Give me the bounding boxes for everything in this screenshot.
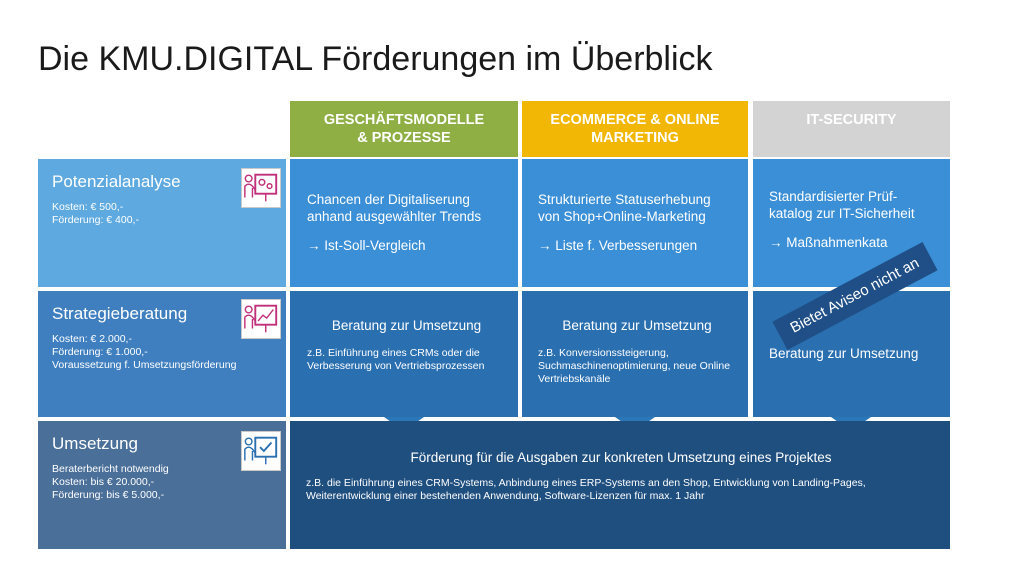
cell-headline: Förderung für die Ausgaben zur konkreten… — [410, 450, 832, 465]
row-detail: Kosten: € 500,- — [52, 201, 124, 213]
row-detail: Förderung: € 1.000,- — [52, 346, 148, 358]
column-header-line: MARKETING — [591, 130, 679, 146]
cell-outcome: → Ist-Soll-Vergleich — [307, 238, 426, 253]
row-name: Umsetzung — [52, 434, 138, 453]
column-header-line: IT-SECURITY — [806, 112, 897, 128]
row-detail: Kosten: bis € 20.000,- — [52, 476, 155, 488]
cell-strategie-ecommerce: Beratung zur Umsetzung z.B. Konversionss… — [522, 291, 748, 417]
column-header-line: GESCHÄFTSMODELLE — [323, 112, 485, 128]
column-header-security: IT-SECURITY — [753, 101, 950, 157]
cell-text: Standardisierter Prüf-katalog zur IT-Sic… — [769, 189, 915, 221]
cell-text: Strukturierte Statuserhebung von Shop+On… — [538, 192, 711, 224]
cell-strategie-business: Beratung zur Umsetzung z.B. Einführung e… — [290, 291, 518, 417]
presentation-chart-icon — [241, 299, 281, 339]
cell-outcome: → Maßnahmenkata — [769, 235, 888, 250]
row-detail: Förderung: bis € 5.000,- — [52, 489, 165, 501]
cell-text: Chancen der Digitaliserung anhand ausgew… — [307, 192, 482, 224]
column-header-line: ECOMMERCE & ONLINE — [550, 112, 720, 128]
cell-text: Beratung zur Umsetzung — [562, 318, 712, 333]
presentation-gears-icon — [241, 168, 281, 208]
row-detail: Förderung: € 400,- — [52, 214, 139, 226]
presentation-check-icon — [241, 431, 281, 471]
row-detail: Beraterbericht notwendig — [52, 463, 169, 475]
cell-umsetzung: Förderung für die Ausgaben zur konkreten… — [290, 421, 950, 549]
cell-subtext: z.B. Konversionssteigerung, Suchmaschine… — [538, 347, 731, 385]
row-name: Potenzialanalyse — [52, 172, 181, 191]
cell-potenzial-business: Chancen der Digitaliserung anhand ausgew… — [290, 159, 518, 287]
column-header-business: GESCHÄFTSMODELLE & PROZESSE — [290, 101, 518, 157]
cell-text: Beratung zur Umsetzung — [769, 346, 919, 361]
row-name: Strategieberatung — [52, 304, 188, 323]
row-detail: Voraussetzung f. Umsetzungsförderung — [52, 359, 237, 371]
cell-potenzial-ecommerce: Strukturierte Statuserhebung von Shop+On… — [522, 159, 748, 287]
row-label-strategieberatung: Strategieberatung Kosten: € 2.000,- Förd… — [38, 291, 286, 417]
cell-outcome: → Liste f. Verbesserungen — [538, 238, 698, 253]
page-title: Die KMU.DIGITAL Förderungen im Überblick — [38, 40, 713, 78]
row-detail: Kosten: € 2.000,- — [52, 333, 132, 345]
column-header-ecommerce: ECOMMERCE & ONLINE MARKETING — [522, 101, 748, 157]
cell-subtext: z.B. die Einführung eines CRM-Systems, A… — [306, 477, 866, 502]
column-header-line: & PROZESSE — [357, 130, 451, 146]
cell-text: Beratung zur Umsetzung — [331, 318, 482, 333]
cell-subtext: z.B. Einführung eines CRMs oder die Verb… — [307, 347, 485, 372]
